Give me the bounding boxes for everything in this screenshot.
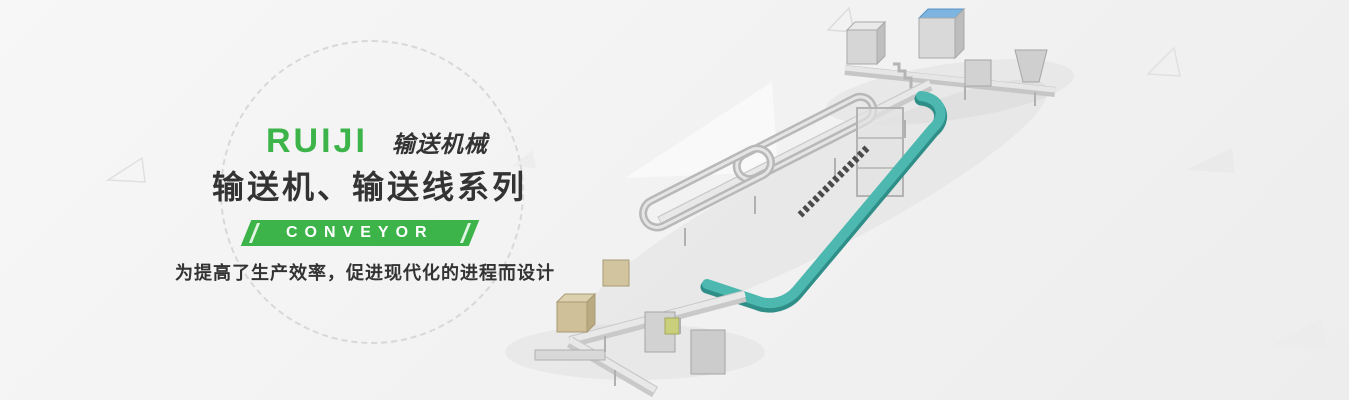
- palletizer-cluster: [534, 259, 747, 398]
- ribbon-slash-left: [248, 223, 261, 243]
- conveyor-ribbon: CONVEYOR: [240, 220, 480, 246]
- triangle-decoration: [105, 156, 146, 183]
- banner-tagline: 为提高了生产效率，促进现代化的进程而设计: [175, 263, 555, 283]
- dashed-circle-decoration: [220, 40, 524, 344]
- triangle-decoration: [1146, 46, 1181, 77]
- banner-title: 输送机、输送线系列: [212, 169, 528, 205]
- illustration-shadows: [505, 59, 1074, 380]
- chain-conveyor: [797, 145, 870, 218]
- top-machine-cluster: [844, 7, 1056, 106]
- brand-row: RUIJI 输送机械: [266, 122, 488, 161]
- triangle-decoration: [826, 6, 855, 33]
- brand-name: RUIJI: [266, 122, 368, 160]
- conveyor-line-illustration: [505, 7, 1074, 398]
- triangle-decoration: [1268, 318, 1327, 349]
- ribbon-slash-right: [459, 223, 472, 243]
- brand-subtitle: 输送机械: [391, 131, 488, 157]
- ribbon-label: CONVEYOR: [286, 224, 434, 241]
- banner-text-block: RUIJI 输送机械 输送机、输送线系列 CONVEYOR 为提高了生产效率，促…: [0, 0, 560, 400]
- teal-conveyor-belt: [700, 91, 948, 313]
- triangle-decoration: [1186, 148, 1235, 173]
